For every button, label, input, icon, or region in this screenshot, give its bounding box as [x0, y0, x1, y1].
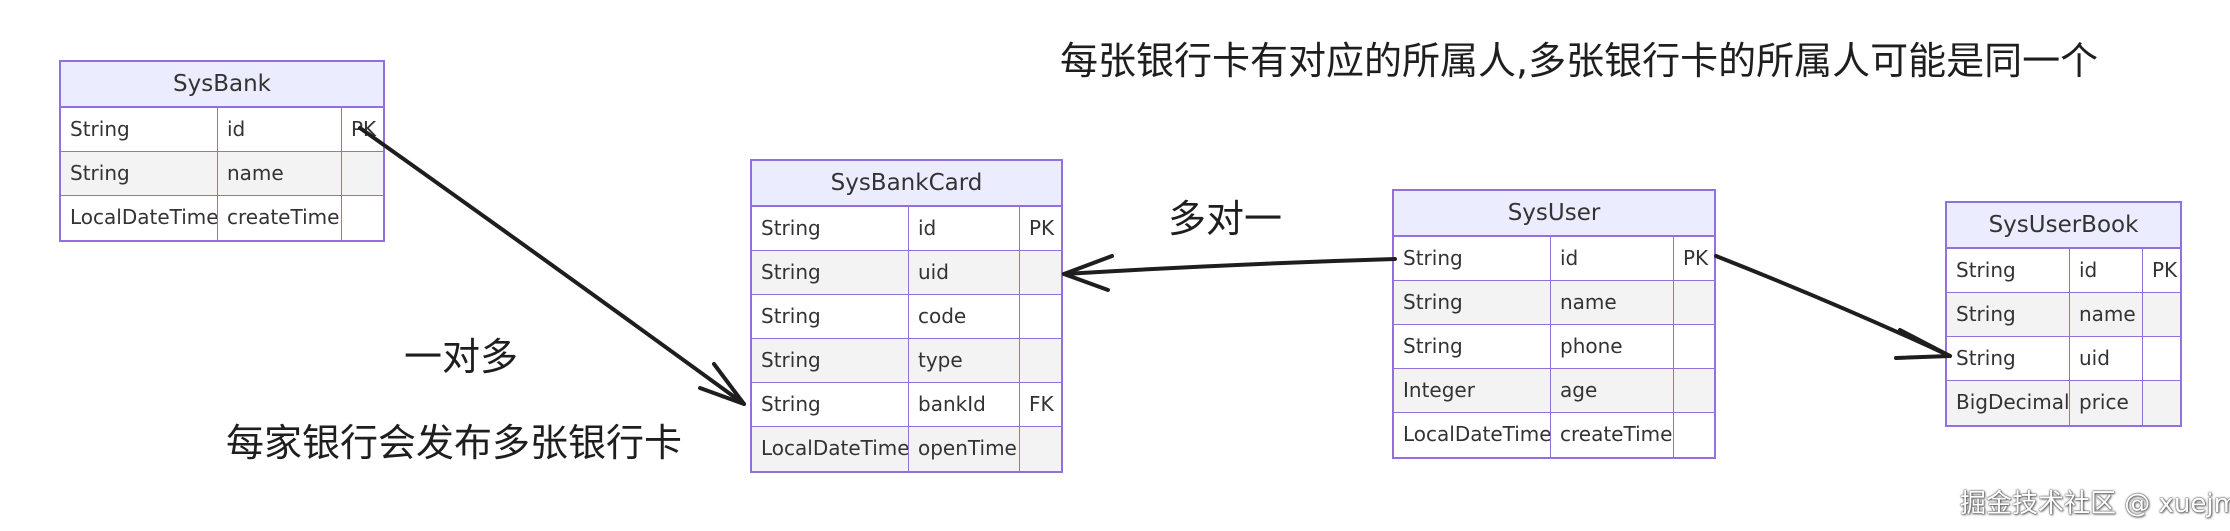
attribute-type: String: [1947, 249, 2070, 292]
attribute-name: bankId: [909, 383, 1020, 426]
attribute-type: String: [61, 152, 218, 195]
attribute-name: uid: [909, 251, 1020, 294]
attribute-name: name: [2070, 293, 2143, 336]
entity-attribute-row: String id PK: [61, 108, 383, 152]
attribute-name: name: [1551, 281, 1674, 324]
attribute-name: uid: [2070, 337, 2143, 380]
attribute-type: String: [752, 383, 909, 426]
attribute-name: type: [909, 339, 1020, 382]
arrow-sysuser-to-sysbankcard: [1062, 257, 1397, 276]
entity-attribute-row: String name: [1394, 281, 1714, 325]
arrowhead-bank-to-card: [698, 362, 746, 406]
entity-attribute-row: String type: [752, 339, 1061, 383]
attribute-type: String: [1947, 337, 2070, 380]
attribute-name: id: [1551, 237, 1674, 280]
attribute-key: FK: [1029, 392, 1054, 416]
attribute-name: code: [909, 295, 1020, 338]
entity-sysbankcard[interactable]: SysBankCard String id PK String uid Stri…: [750, 159, 1063, 473]
entity-sysuser[interactable]: SysUser String id PK String name String …: [1392, 189, 1716, 459]
arrow-sysbank-to-sysbankcard: [358, 126, 746, 406]
entity-attribute-row: String id PK: [1394, 237, 1714, 281]
attribute-key: PK: [1683, 246, 1709, 270]
card-owner-note: 每张银行卡有对应的所属人,多张银行卡的所属人可能是同一个: [1060, 39, 2099, 83]
entity-attribute-row: String bankId FK: [752, 383, 1061, 427]
entity-attribute-row: String name: [61, 152, 383, 196]
attribute-type: String: [752, 251, 909, 294]
arrow-sysuser-to-sysuserbook: [1714, 254, 1952, 358]
attribute-name: createTime: [218, 196, 342, 240]
attribute-type: String: [752, 339, 909, 382]
entity-attribute-row: BigDecimal price: [1947, 381, 2180, 425]
attribute-type: String: [752, 207, 909, 250]
arrowhead-user-to-book: [1894, 328, 1952, 360]
entity-title: SysUserBook: [1947, 203, 2180, 249]
watermark: 掘金技术社区 @ xuejm: [1960, 489, 2230, 519]
attribute-name: price: [2070, 381, 2143, 425]
attribute-name: id: [218, 108, 342, 151]
entity-attribute-row: Integer age: [1394, 369, 1714, 413]
entity-attribute-row: String id PK: [752, 207, 1061, 251]
attribute-type: String: [1394, 281, 1551, 324]
entity-title: SysBank: [61, 62, 383, 108]
attribute-name: id: [2070, 249, 2143, 292]
bank-issues-note: 每家银行会发布多张银行卡: [226, 421, 683, 465]
arrowhead-user-to-card: [1062, 254, 1114, 292]
attribute-type: LocalDateTime: [752, 427, 909, 471]
attribute-type: String: [61, 108, 218, 151]
entity-attribute-row: String name: [1947, 293, 2180, 337]
entity-attribute-row: LocalDateTime createTime: [1394, 413, 1714, 457]
attribute-name: age: [1551, 369, 1674, 412]
entity-attribute-row: String id PK: [1947, 249, 2180, 293]
attribute-name: name: [218, 152, 342, 195]
entity-attribute-row: String uid: [1947, 337, 2180, 381]
attribute-name: createTime: [1551, 413, 1674, 457]
entity-attribute-row: LocalDateTime createTime: [61, 196, 383, 240]
attribute-type: LocalDateTime: [61, 196, 218, 240]
attribute-type: String: [1394, 325, 1551, 368]
many-to-one-label: 多对一: [1168, 197, 1283, 241]
entity-sysbank[interactable]: SysBank String id PK String name LocalDa…: [59, 60, 385, 242]
attribute-type: BigDecimal: [1947, 381, 2070, 425]
entity-attribute-row: String code: [752, 295, 1061, 339]
attribute-name: phone: [1551, 325, 1674, 368]
entity-title: SysBankCard: [752, 161, 1061, 207]
entity-attribute-row: String phone: [1394, 325, 1714, 369]
attribute-name: openTime: [909, 427, 1020, 471]
attribute-type: String: [752, 295, 909, 338]
one-to-many-label: 一对多: [404, 335, 519, 379]
attribute-key: PK: [1029, 216, 1055, 240]
entity-title: SysUser: [1394, 191, 1714, 237]
attribute-key: PK: [2152, 258, 2178, 282]
entity-attribute-row: String uid: [752, 251, 1061, 295]
entity-attribute-row: LocalDateTime openTime: [752, 427, 1061, 471]
attribute-name: id: [909, 207, 1020, 250]
attribute-type: String: [1947, 293, 2070, 336]
entity-sysuserbook[interactable]: SysUserBook String id PK String name Str…: [1945, 201, 2182, 427]
attribute-type: Integer: [1394, 369, 1551, 412]
attribute-type: String: [1394, 237, 1551, 280]
attribute-type: LocalDateTime: [1394, 413, 1551, 457]
